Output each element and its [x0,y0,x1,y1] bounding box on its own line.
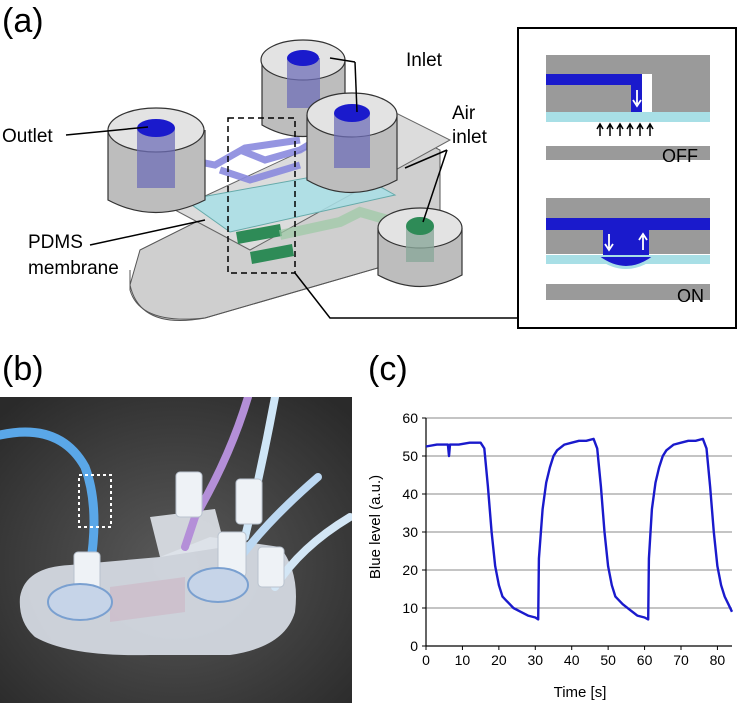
device-photo [0,397,352,703]
y-tick-label: 20 [402,562,418,578]
y-tick-labels: 0 10 20 30 40 50 60 [402,410,418,654]
x-tick-label: 0 [422,652,430,668]
y-tick-label: 0 [410,638,418,654]
valve-inset: OFF ON [517,27,737,329]
x-tick-labels: 0 10 20 30 40 50 60 70 80 [422,652,725,668]
detail-box [227,117,296,274]
y-axis-label: Blue level (a.u.) [367,475,384,579]
y-tick-label: 60 [402,410,418,426]
device-diagram: Inlet Outlet Air inlet PDMS membrane [2,27,737,329]
y-tick-label: 10 [402,600,418,616]
valve-off-state: OFF [546,55,710,166]
x-tick-label: 50 [600,652,616,668]
air-inlet-port [377,207,463,288]
panel-label-c: (c) [368,350,408,388]
x-tick-label: 60 [637,652,653,668]
valve-on-state: ON [546,198,710,306]
gridlines [426,417,732,609]
x-tick-label: 70 [673,652,689,668]
state-on-label: ON [677,286,704,306]
x-tick-label: 30 [527,652,543,668]
outlet-port [107,107,206,213]
label-air-inlet-1: Air [452,103,476,124]
label-inlet: Inlet [406,50,443,71]
air-pads [236,206,397,264]
label-outlet: Outlet [2,126,53,147]
label-pdms-2: membrane [28,258,119,279]
x-axis-label: Time [s] [554,684,607,701]
photo-ports [47,567,249,621]
inlet-port-front [306,92,398,194]
label-pdms-1: PDMS [28,232,83,253]
leader-lines [65,57,518,319]
label-air-inlet-2: inlet [452,127,488,148]
state-off-label: OFF [662,146,698,166]
photo-connectors [73,471,285,593]
y-tick-label: 30 [402,524,418,540]
x-tick-label: 40 [564,652,580,668]
y-tick-label: 40 [402,486,418,502]
series-line [425,437,734,621]
panel-label-a: (a) [2,2,44,40]
panel-label-b: (b) [2,350,44,388]
x-tick-label: 20 [491,652,507,668]
x-tick-label: 80 [710,652,726,668]
blue-level-chart: 0 10 20 30 40 50 60 0 10 20 30 40 50 60 70 80 Time [s]… [367,410,734,701]
axes [422,417,732,650]
series-group [425,437,734,621]
x-tick-label: 10 [455,652,471,668]
y-tick-label: 50 [402,448,418,464]
